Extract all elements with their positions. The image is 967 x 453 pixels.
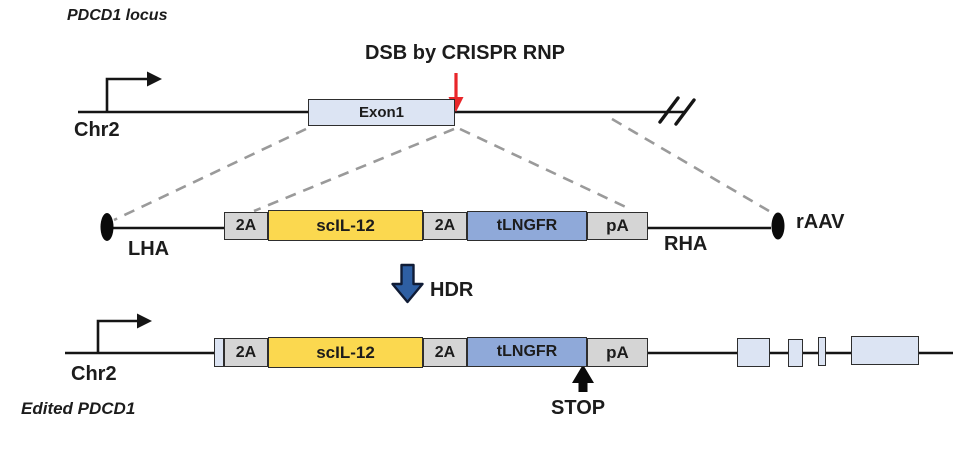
exon1-box: Exon1 [308, 99, 455, 126]
edited-pa-box: pA [587, 338, 648, 367]
hdr-arrow-icon [391, 263, 424, 304]
itr-oval-right [771, 212, 785, 240]
rha-label: RHA [664, 233, 708, 255]
lha-label: LHA [128, 238, 170, 260]
donor-scil12-box: scIL-12 [268, 210, 423, 241]
hdr-label: HDR [430, 279, 474, 301]
donor-pa-box: pA [587, 212, 648, 240]
raav-label: rAAV [796, 211, 845, 233]
itr-oval-left [100, 213, 114, 241]
transcription-start-arrow-bottom [96, 313, 152, 353]
donor-2a-box-2: 2A [423, 212, 467, 240]
homology-dashed-lines [113, 117, 770, 222]
edited-2a-box-1: 2A [224, 338, 268, 367]
transcription-start-arrow-top [105, 71, 162, 112]
stop-arrow-icon [572, 364, 594, 392]
chr2-label-bottom: Chr2 [71, 363, 117, 385]
donor-2a-box-1: 2A [224, 212, 268, 240]
sequence-break-icon [658, 96, 696, 126]
edited-locus-title: Edited PDCD1 [21, 399, 136, 418]
donor-tlngfr-box: tLNGFR [467, 211, 587, 241]
edited-2a-box-2: 2A [423, 338, 467, 367]
edited-scil12-box: scIL-12 [268, 337, 423, 368]
downstream-exon-box-3 [818, 337, 826, 366]
locus-title: PDCD1 locus [67, 7, 168, 24]
downstream-exon-box-2 [788, 339, 803, 367]
downstream-exon-box-1 [737, 338, 770, 367]
exon1-remnant-box [214, 338, 224, 367]
downstream-exon-box-4 [851, 336, 919, 365]
dsb-label: DSB by CRISPR RNP [364, 42, 566, 64]
edited-tlngfr-box: tLNGFR [467, 337, 587, 367]
chr2-label-top: Chr2 [74, 119, 120, 141]
stop-label: STOP [551, 397, 606, 419]
